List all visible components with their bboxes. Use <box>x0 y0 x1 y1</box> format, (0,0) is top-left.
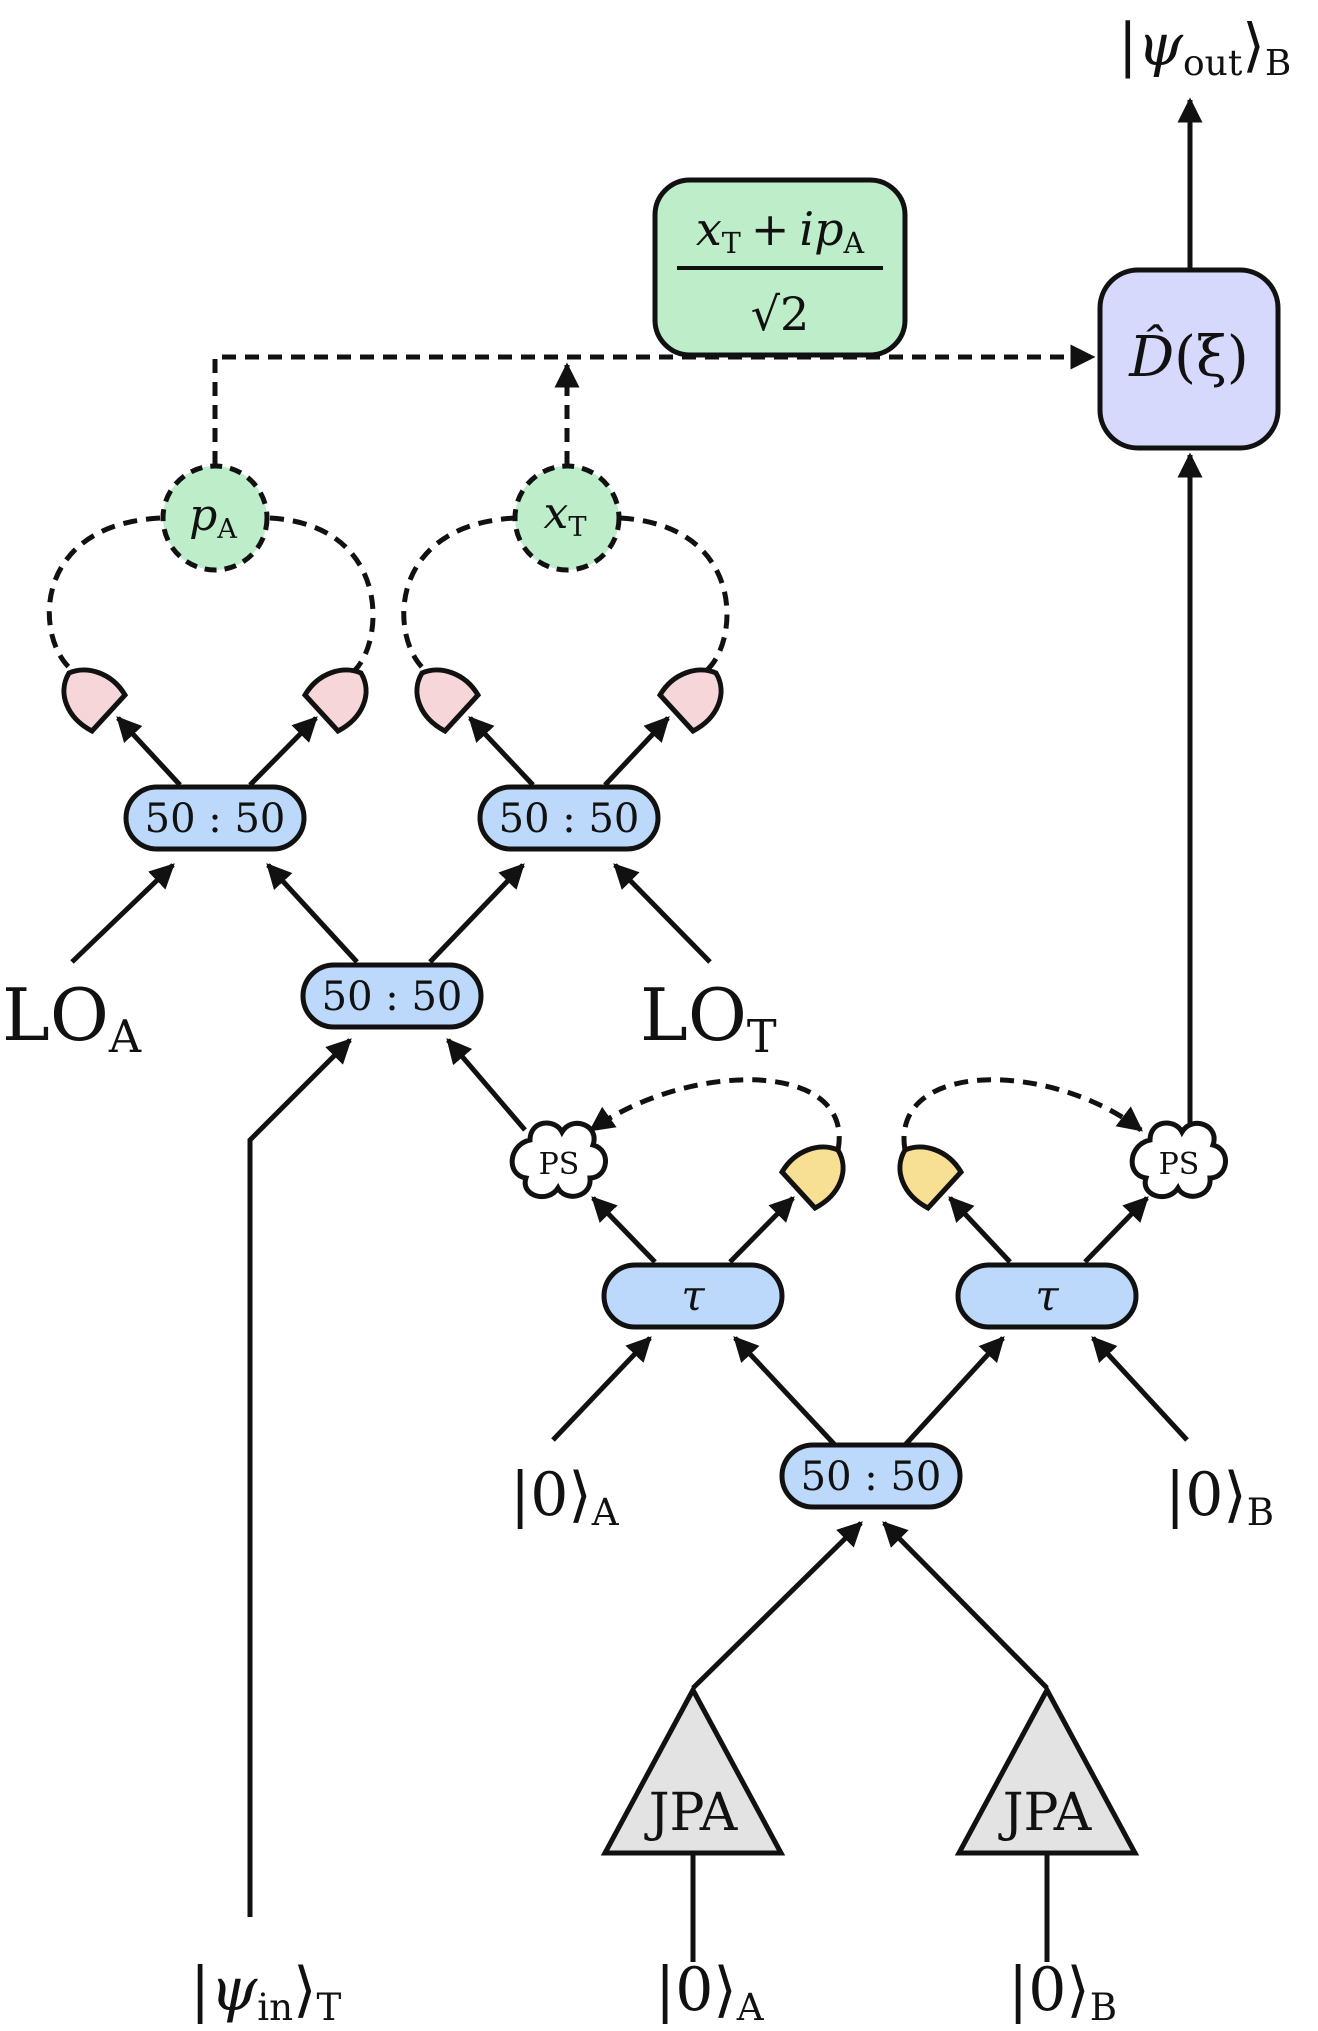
label-input-state: |ψin⟩T <box>190 1955 342 2029</box>
measurement-x-t: xT <box>512 463 622 573</box>
amplifier-label: JPA <box>644 1783 739 1843</box>
label-lo-t: LOT <box>640 973 777 1063</box>
photon-subtraction-b: PS <box>1129 1120 1228 1200</box>
feedforward-line <box>212 344 1096 465</box>
amplifier-triangle-icon <box>600 1684 786 1856</box>
wire-vac-b-to-tap-b <box>1091 1336 1189 1442</box>
photon-detector-icon <box>897 1144 965 1212</box>
optical-wires <box>70 97 1203 1962</box>
measurement-circle <box>160 463 270 573</box>
beam-splitter-body <box>123 784 307 852</box>
label-vacuum-a-mid: |0⟩A <box>510 1460 620 1534</box>
label-vacuum-b-bottom: |0⟩B <box>1008 1955 1117 2029</box>
beam-splitter-body <box>477 784 661 852</box>
wire-jpa-left-to-tmsv-bs <box>691 1521 863 1690</box>
detector-link-a-right <box>269 515 376 672</box>
measurement-p-a: pA <box>160 463 270 573</box>
photon-subtraction-icon <box>1129 1120 1228 1200</box>
wire-hd-t-to-det-1 <box>468 716 535 787</box>
wire-lo-t-to-bs <box>613 863 712 964</box>
beam-splitter-tap-b: τ <box>955 1262 1139 1330</box>
beam-splitter-ratio: 50 : 50 <box>322 974 463 1020</box>
wire-ps-to-bell-bs <box>446 1038 527 1132</box>
homodyne-detector-icon <box>414 667 482 735</box>
measurement-label: xT <box>543 488 586 543</box>
wire-hd-a-to-det-2 <box>248 716 318 787</box>
wire-tmsv-to-tap-a <box>733 1336 837 1447</box>
wire-tap-b-to-detector <box>948 1196 1012 1264</box>
wire-tap-b-to-ps <box>1083 1196 1149 1264</box>
wire-bell-to-homodyne-t <box>428 863 525 964</box>
wire-hd-a-to-det-1 <box>116 716 182 787</box>
displacement-body <box>1097 267 1281 451</box>
wire-hd-t-to-det-2 <box>603 716 670 787</box>
amplifier-right: JPA <box>954 1684 1140 1856</box>
beam-splitter-ratio: 50 : 50 <box>801 1454 942 1500</box>
photon-subtraction-label: PS <box>1159 1147 1200 1182</box>
homodyne-detector-icon <box>301 667 369 735</box>
photon-subtraction-a: PS <box>509 1120 608 1200</box>
wire-tap-a-to-ps <box>591 1196 657 1264</box>
beam-splitter-transmissivity: τ <box>681 1271 705 1320</box>
detector-link-t-right <box>619 515 730 672</box>
measurement-label: pA <box>189 490 237 545</box>
wire-lo-a-to-bs <box>70 863 175 964</box>
displacement-box: D̂(ξ) <box>1097 267 1281 451</box>
photon-subtraction-icon <box>509 1120 608 1200</box>
beam-splitter-tap-a: τ <box>601 1262 785 1330</box>
feedforward-numerator: xT+ipA <box>696 202 865 260</box>
wire-vac-a-to-tap-a <box>551 1336 652 1442</box>
measurement-circle <box>512 463 622 573</box>
detector-link-a-left <box>46 515 161 672</box>
wire-jpa-right-to-tmsv-bs <box>882 1521 1049 1690</box>
homodyne-detector-icon <box>656 667 724 735</box>
wire-input-to-bell-bs <box>247 1038 352 1917</box>
label-lo-a: LOA <box>2 973 142 1063</box>
beam-splitter-homodyne-a: 50 : 50 <box>123 784 307 852</box>
feedforward-denominator: √2 <box>751 287 810 341</box>
homodyne-detector-icon <box>61 667 129 735</box>
amplifier-label: JPA <box>998 1783 1093 1843</box>
label-output-state: |ψout⟩B <box>1118 11 1291 84</box>
heralding-link-b <box>901 1077 1143 1151</box>
amplifier-left: JPA <box>600 1684 786 1856</box>
wire-tmsv-to-tap-b <box>903 1336 1005 1447</box>
beam-splitter-tmsv: 50 : 50 <box>779 1442 963 1510</box>
wire-tap-a-to-detector <box>728 1196 795 1264</box>
feedforward-box: xT+ipA √2 <box>652 177 908 358</box>
beam-splitter-body <box>601 1262 785 1330</box>
heralding-link-a <box>588 1077 842 1151</box>
beam-splitter-transmissivity: τ <box>1035 1271 1059 1320</box>
photon-subtraction-label: PS <box>539 1147 580 1182</box>
label-vacuum-a-bottom: |0⟩A <box>655 1955 765 2029</box>
beam-splitter-ratio: 50 : 50 <box>499 796 640 842</box>
beam-splitter-homodyne-t: 50 : 50 <box>477 784 661 852</box>
detector-link-t-left <box>401 515 516 672</box>
beam-splitter-body <box>779 1442 963 1510</box>
amplifier-triangle-icon <box>954 1684 1140 1856</box>
beam-splitter-body <box>955 1262 1139 1330</box>
beam-splitter-body <box>300 962 484 1030</box>
photon-detector-icon <box>778 1144 846 1212</box>
wire-bell-to-homodyne-a <box>266 863 359 964</box>
displacement-operator: D̂(ξ) <box>1128 323 1248 390</box>
beam-splitter-ratio: 50 : 50 <box>145 796 286 842</box>
label-vacuum-b-mid: |0⟩B <box>1165 1460 1274 1534</box>
beam-splitter-bell: 50 : 50 <box>300 962 484 1030</box>
